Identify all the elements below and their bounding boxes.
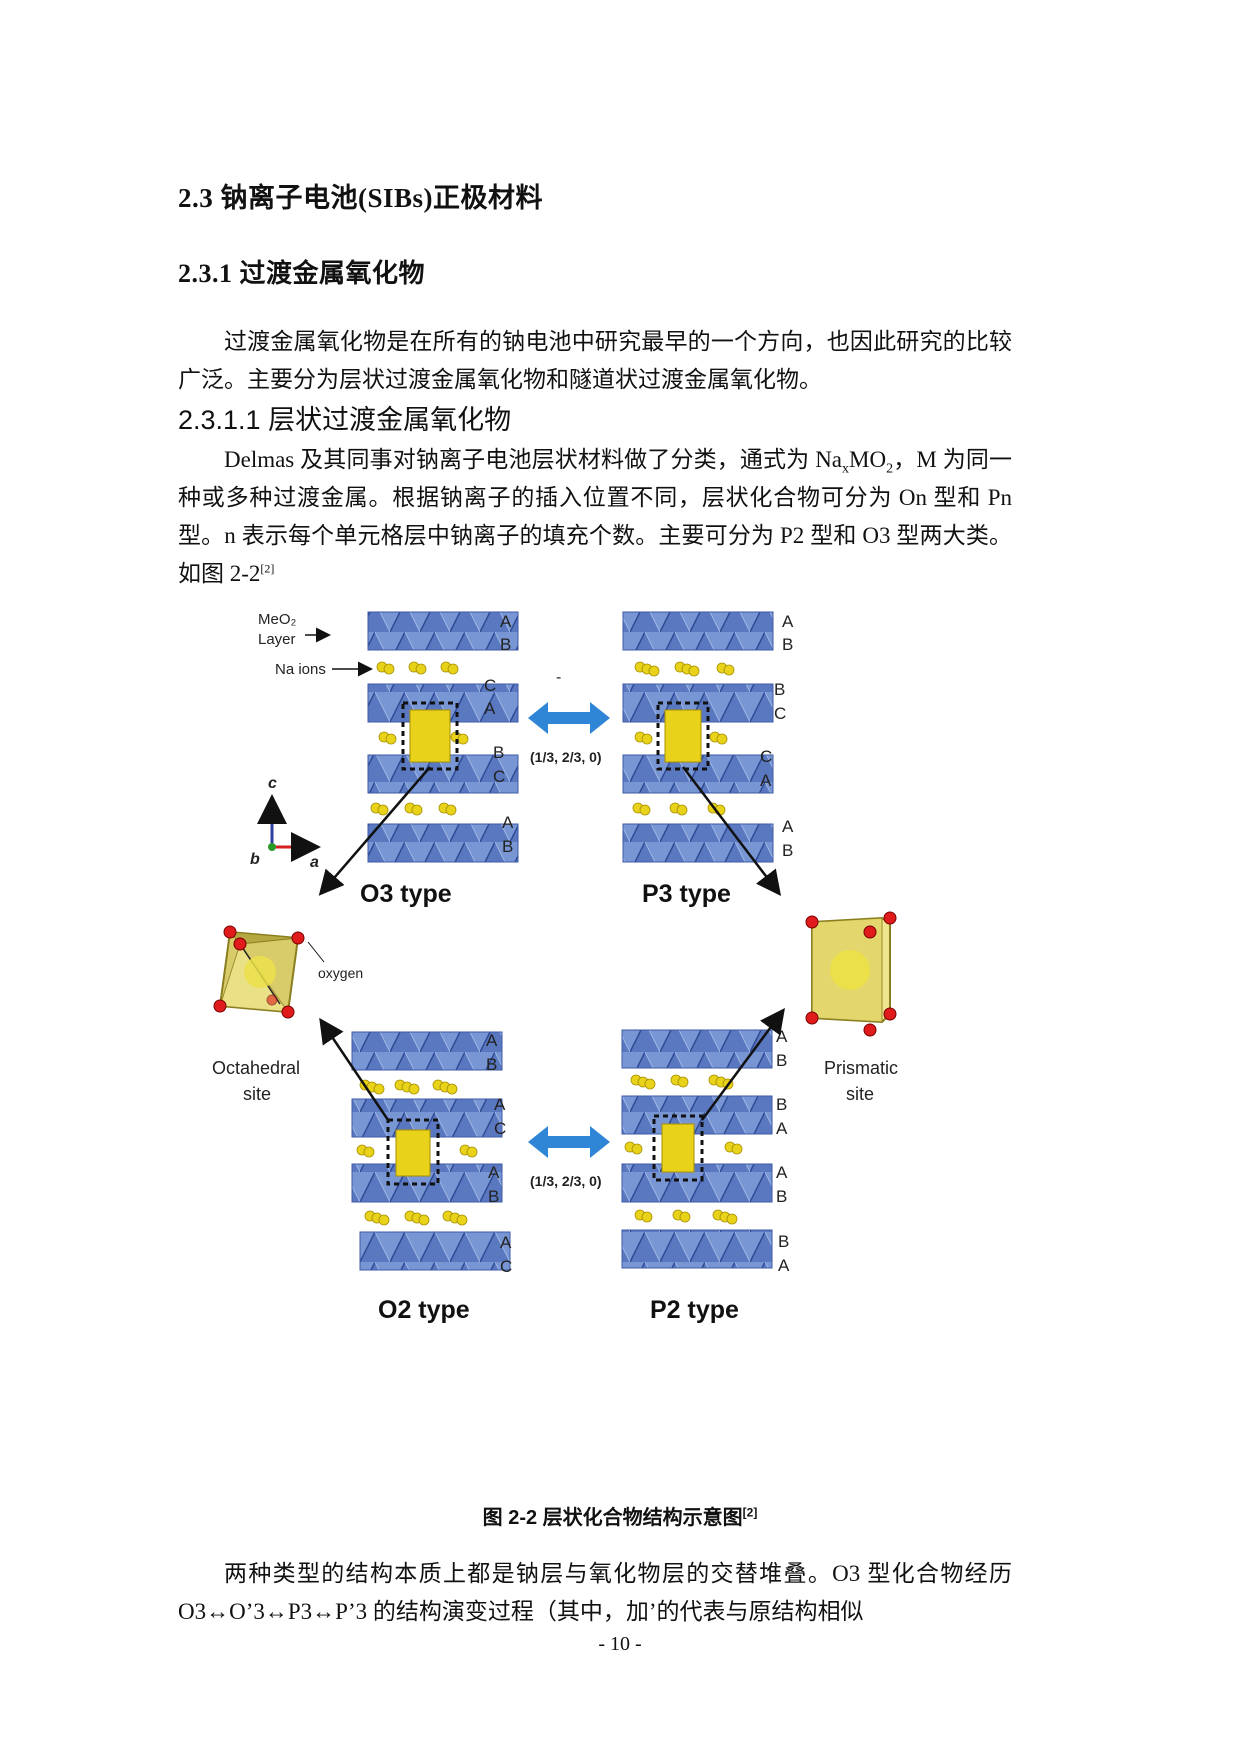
oxygen-label: oxygen (318, 965, 363, 981)
p2-prismatic-site (661, 1123, 695, 1173)
transition-arrow-bottom: (1/3, 2/3, 0) (528, 1126, 610, 1189)
p2-stacking-letters: A B B A A B B A (776, 1027, 790, 1275)
p3-structure (622, 611, 774, 863)
prismatic-site-graphic (805, 911, 897, 1037)
o3-sodium-ions (370, 661, 469, 816)
p3-letter: C (774, 704, 786, 723)
paragraph-stacking: 两种类型的结构本质上都是钠层与氧化物层的交替堆叠。O3 型化合物经历 O3↔O’… (178, 1561, 1012, 1624)
p2-letter: B (778, 1232, 789, 1251)
o2-stacking-letters: A B A C A B A C (486, 1031, 512, 1276)
p2-dotted-box (652, 1114, 704, 1182)
p2-letter: A (776, 1119, 788, 1138)
o3-to-octahedral-arrow (318, 766, 431, 896)
p2-layer-4 (621, 1229, 773, 1269)
axes-indicator: c a b (250, 775, 321, 871)
shift-vector-bottom: (1/3, 2/3, 0) (530, 1173, 602, 1189)
octahedral-site-label-2: site (243, 1084, 271, 1104)
axis-c-label: c (268, 775, 277, 792)
o3-structure (367, 611, 519, 863)
p3-stacking-letters: A B B C C A A B (760, 612, 794, 860)
p3-layer-1 (622, 611, 774, 651)
page-number: - 10 - (598, 1633, 642, 1655)
p2-structure (621, 1029, 773, 1269)
o2-letter: A (494, 1095, 506, 1114)
o2-layer-1 (351, 1031, 503, 1071)
paragraph-intro: 过渡金属氧化物是在所有的钠电池中研究最早的一个方向，也因此研究的比较广泛。主要分… (178, 329, 1012, 392)
o2-layer-4 (359, 1231, 511, 1271)
o3-letter: A (500, 612, 512, 631)
figure-layered-structures: A B C A B C A B MeO₂ Layer Na ions c a b… (212, 611, 898, 1324)
p3-type-label: P3 type (642, 880, 731, 908)
oxygen-pointer-line (307, 941, 325, 963)
p3-letter: B (782, 635, 793, 654)
b-axis-dot (268, 843, 276, 851)
axis-b-label: b (250, 851, 260, 868)
p3-prismatic-site (664, 709, 702, 763)
p2-sodium-ions (624, 1074, 743, 1225)
p2-layer-2 (621, 1095, 773, 1135)
o3-dotted-box (401, 701, 459, 771)
p2-letter: A (776, 1163, 788, 1182)
o3-letter: A (484, 699, 496, 718)
octahedral-site-graphic (213, 925, 305, 1019)
o2-letter: B (488, 1187, 499, 1206)
o3-layer-1 (367, 611, 519, 651)
layer-label: Layer (258, 631, 296, 648)
o3-letter: B (500, 635, 511, 654)
p3-dotted-box (656, 701, 710, 771)
p3-to-prismatic-arrow (682, 766, 782, 896)
o3-letter: C (484, 676, 496, 695)
section-heading-2-3-1-1: 2.3.1.1 层状过渡金属氧化物 (178, 405, 512, 435)
o3-octahedral-site (409, 709, 451, 763)
octahedral-site-label: Octahedral (212, 1058, 300, 1078)
prismatic-site-label-2: site (846, 1084, 874, 1104)
o2-type-label: O2 type (378, 1296, 470, 1324)
o2-letter: A (486, 1031, 498, 1050)
o3-layer-4 (367, 823, 519, 863)
paragraph-classification: Delmas 及其同事对钠离子电池层状材料做了分类，通式为 NaxMO2，M 为… (178, 447, 1012, 586)
p2-letter: B (776, 1051, 787, 1070)
section-heading-2-3-1: 2.3.1 过渡金属氧化物 (178, 259, 426, 288)
p3-letter: B (782, 841, 793, 860)
meo2-label: MeO₂ (258, 611, 297, 628)
o3-type-label: O3 type (360, 880, 452, 908)
p2-type-label: P2 type (650, 1296, 739, 1324)
p2-letter: A (778, 1256, 790, 1275)
p2-layer-3 (621, 1163, 773, 1203)
o2-letter: C (494, 1119, 506, 1138)
figure-caption: 图 2-2 层状化合物结构示意图[2] (482, 1505, 758, 1529)
o3-stacking-letters: A B C A B C A B (484, 612, 514, 856)
axis-a-label: a (310, 854, 319, 871)
na-ions-label: Na ions (275, 661, 326, 678)
o2-sodium-ions (356, 1079, 478, 1226)
o3-letter: A (502, 813, 514, 832)
o3-letter: B (493, 743, 504, 762)
p2-to-prismatic-arrow (700, 1007, 785, 1121)
p3-letter: A (760, 771, 772, 790)
o2-letter: C (500, 1257, 512, 1276)
o2-octahedral-site (395, 1129, 431, 1177)
transition-arrow-top: (1/3, 2/3, 0) - (528, 669, 610, 765)
o2-letter: B (486, 1055, 497, 1074)
dash-mark: - (556, 669, 561, 686)
p2-letter: B (776, 1187, 787, 1206)
shift-vector-top: (1/3, 2/3, 0) (530, 749, 602, 765)
o2-letter: A (488, 1163, 500, 1182)
p3-letter: C (760, 747, 772, 766)
p2-letter: A (776, 1027, 788, 1046)
o2-to-octahedral-arrow (319, 1017, 390, 1121)
o2-dotted-box (386, 1118, 440, 1186)
section-heading-2-3: 2.3 钠离子电池(SIBs)正极材料 (178, 183, 544, 213)
p2-layer-1 (621, 1029, 773, 1069)
o3-letter: B (502, 837, 513, 856)
o2-structure (351, 1031, 511, 1271)
o2-letter: A (500, 1233, 512, 1252)
p3-layer-4 (622, 823, 774, 863)
p3-letter: B (774, 680, 785, 699)
p2-letter: B (776, 1095, 787, 1114)
prismatic-site-label: Prismatic (824, 1058, 898, 1078)
p3-letter: A (782, 817, 794, 836)
p3-letter: A (782, 612, 794, 631)
o3-letter: C (493, 767, 505, 786)
